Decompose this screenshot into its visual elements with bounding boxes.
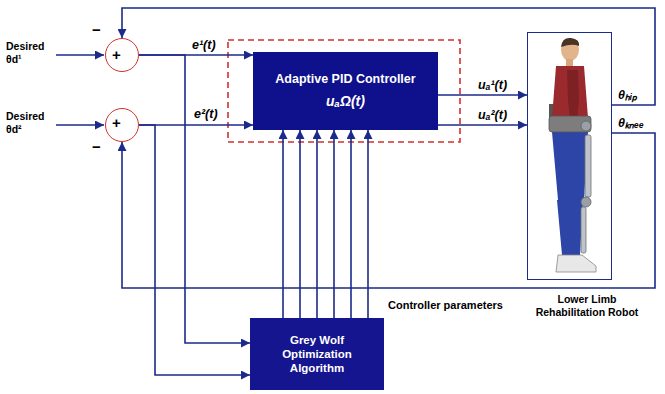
control-signal: uₐ¹(t) xyxy=(476,78,509,93)
connector xyxy=(139,124,253,126)
reference-arrow xyxy=(56,124,104,126)
dashed-boundary xyxy=(228,40,460,142)
connector xyxy=(333,130,335,318)
shin-brace xyxy=(581,207,586,253)
connector xyxy=(438,94,527,96)
minus-sign: − xyxy=(92,22,101,38)
summing-junction: +− xyxy=(105,108,139,142)
hip-joint xyxy=(581,121,591,131)
connector xyxy=(350,130,352,318)
reference-arrow xyxy=(56,54,104,56)
connector xyxy=(299,130,301,318)
connector xyxy=(367,130,369,318)
minus-sign: − xyxy=(92,139,101,155)
error-signal: e²(t) xyxy=(192,107,220,122)
connector xyxy=(438,124,527,126)
optimizer-box: Grey Wolf Optimization Algorithm xyxy=(250,318,384,390)
neck xyxy=(566,59,573,67)
summing-junction: +− xyxy=(105,38,139,72)
reference-input: Desired θd² xyxy=(6,110,45,136)
robot-caption: Lower Limb Rehabilitation Robot xyxy=(528,293,646,319)
plus-sign: + xyxy=(112,47,121,63)
thigh xyxy=(552,132,588,200)
joint-angle: θₖₙₑₑ xyxy=(616,116,646,131)
shin xyxy=(557,200,583,255)
connector xyxy=(316,130,318,318)
parameter-note: Controller parameters xyxy=(386,298,505,312)
control-signal: uₐΩ(t) xyxy=(326,93,365,110)
joint-angle: θₕᵢₚ xyxy=(616,88,639,103)
hair xyxy=(561,38,579,47)
robot-illustration xyxy=(549,38,596,272)
thigh-brace xyxy=(585,135,591,197)
shoe xyxy=(556,255,596,272)
connector xyxy=(282,130,284,318)
optimizer-title: Grey Wolf Optimization Algorithm xyxy=(258,333,376,375)
connector xyxy=(122,133,655,288)
arm xyxy=(567,70,579,120)
controller-box: Adaptive PID Controller uₐΩ(t) xyxy=(253,52,438,130)
control-signal: uₐ²(t) xyxy=(476,108,509,123)
error-signal: e¹(t) xyxy=(190,38,218,53)
robot-box: Lower Limb Rehabilitation Robot xyxy=(527,32,612,280)
reference-input: Desired θd¹ xyxy=(6,40,45,66)
controller-title: Adaptive PID Controller xyxy=(275,72,415,87)
pelvis-belt xyxy=(549,116,591,132)
knee-joint xyxy=(581,197,591,207)
plus-sign: + xyxy=(112,115,121,131)
connector-group xyxy=(122,8,655,375)
connector xyxy=(139,125,250,375)
